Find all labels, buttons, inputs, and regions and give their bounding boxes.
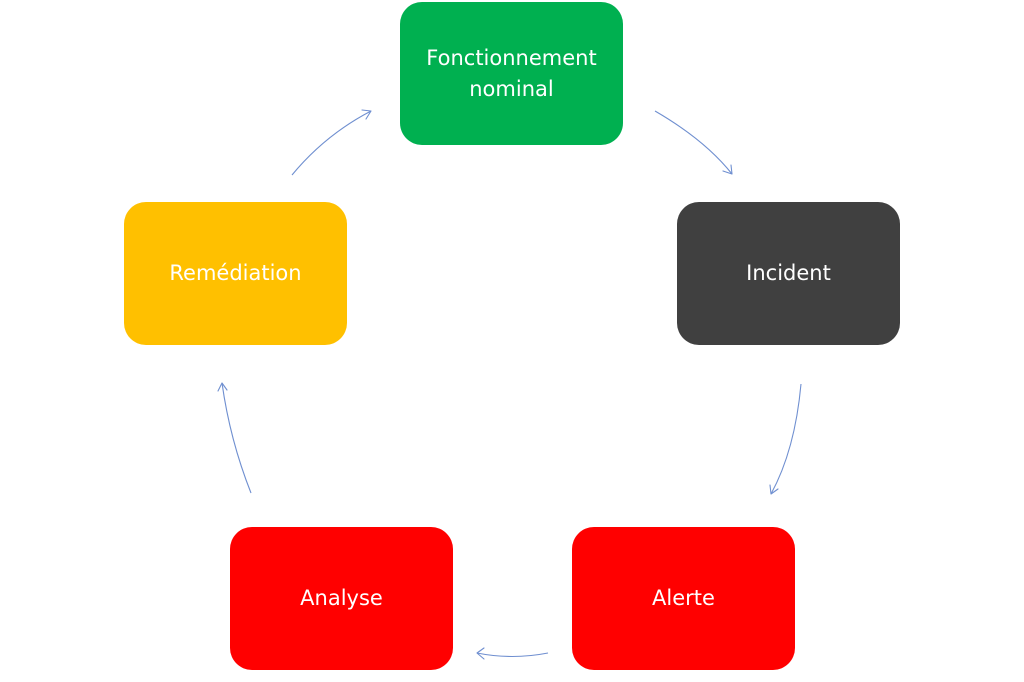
node-alerte: Alerte	[572, 527, 795, 670]
node-remediation: Remédiation	[124, 202, 347, 345]
arrow-analyse-to-remediation	[217, 382, 252, 494]
node-fonctionnement-nominal: Fonctionnement nominal	[400, 2, 623, 145]
node-label: Remédiation	[169, 261, 302, 285]
arrow-incident-to-alerte	[769, 383, 802, 495]
node-label: Incident	[746, 261, 831, 285]
arrow-nominal-to-incident	[654, 110, 733, 175]
arrow-remediation-to-nominal	[291, 109, 372, 176]
arrow-alerte-to-analyse	[476, 647, 549, 660]
node-incident: Incident	[677, 202, 900, 345]
node-label: Alerte	[652, 586, 715, 610]
node-analyse: Analyse	[230, 527, 453, 670]
node-label: Fonctionnement nominal	[426, 45, 597, 101]
node-label: Analyse	[300, 586, 383, 610]
